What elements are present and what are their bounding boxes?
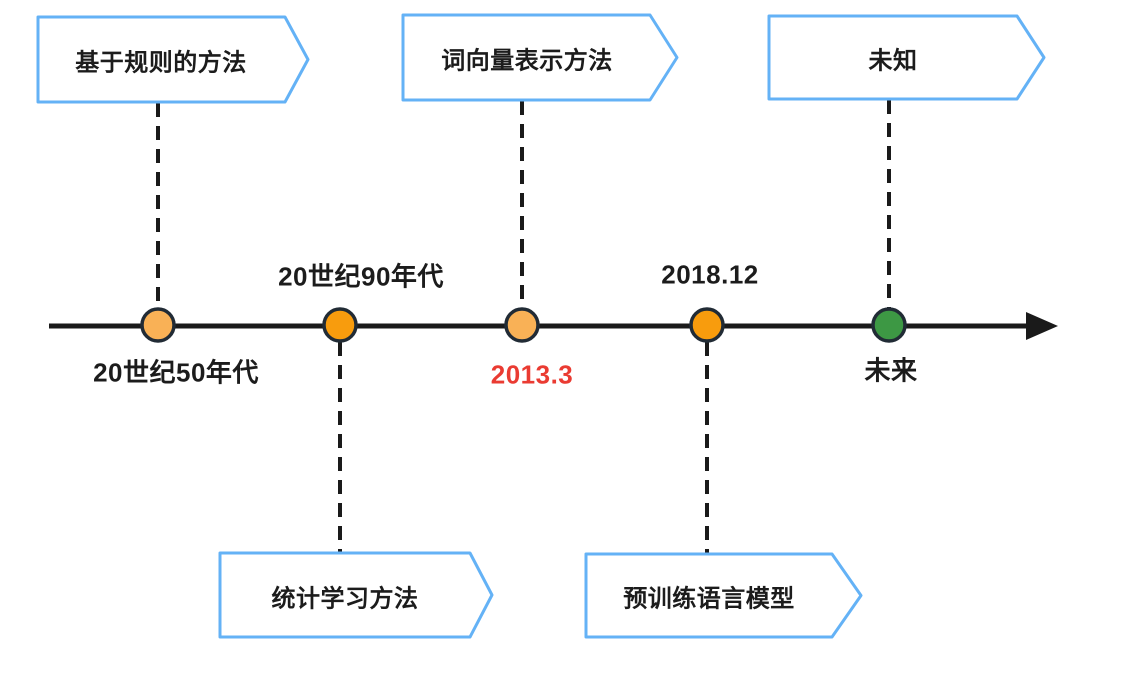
date-label-2013: 2013.3 (490, 359, 574, 390)
banner-label-word-vector: 词向量表示方法 (441, 47, 613, 75)
event-dot-2018 (689, 307, 725, 343)
banner-pretrained-lm (584, 552, 863, 639)
banner-rule-based (36, 15, 310, 104)
banner-label-rule-based: 基于规则的方法 (75, 49, 247, 77)
date-label-2018: 2018.12 (661, 259, 759, 290)
date-label-1950s: 20世纪50年代 (93, 357, 259, 388)
event-dot-2013 (504, 307, 540, 343)
date-label-1990s: 20世纪90年代 (278, 261, 444, 292)
date-label-future: 未来 (864, 355, 918, 386)
banner-label-statistical-learning: 统计学习方法 (271, 585, 419, 613)
banner-word-vector (401, 13, 679, 102)
banner-label-pretrained-lm: 预训练语言模型 (623, 585, 795, 613)
event-dot-1950s (140, 307, 176, 343)
banner-statistical-learning (218, 551, 494, 639)
banner-label-unknown: 未知 (868, 47, 918, 75)
timeline-arrowhead (1026, 312, 1058, 340)
banner-unknown (767, 14, 1046, 101)
event-dot-future (871, 307, 907, 343)
event-dot-1990s (322, 307, 358, 343)
